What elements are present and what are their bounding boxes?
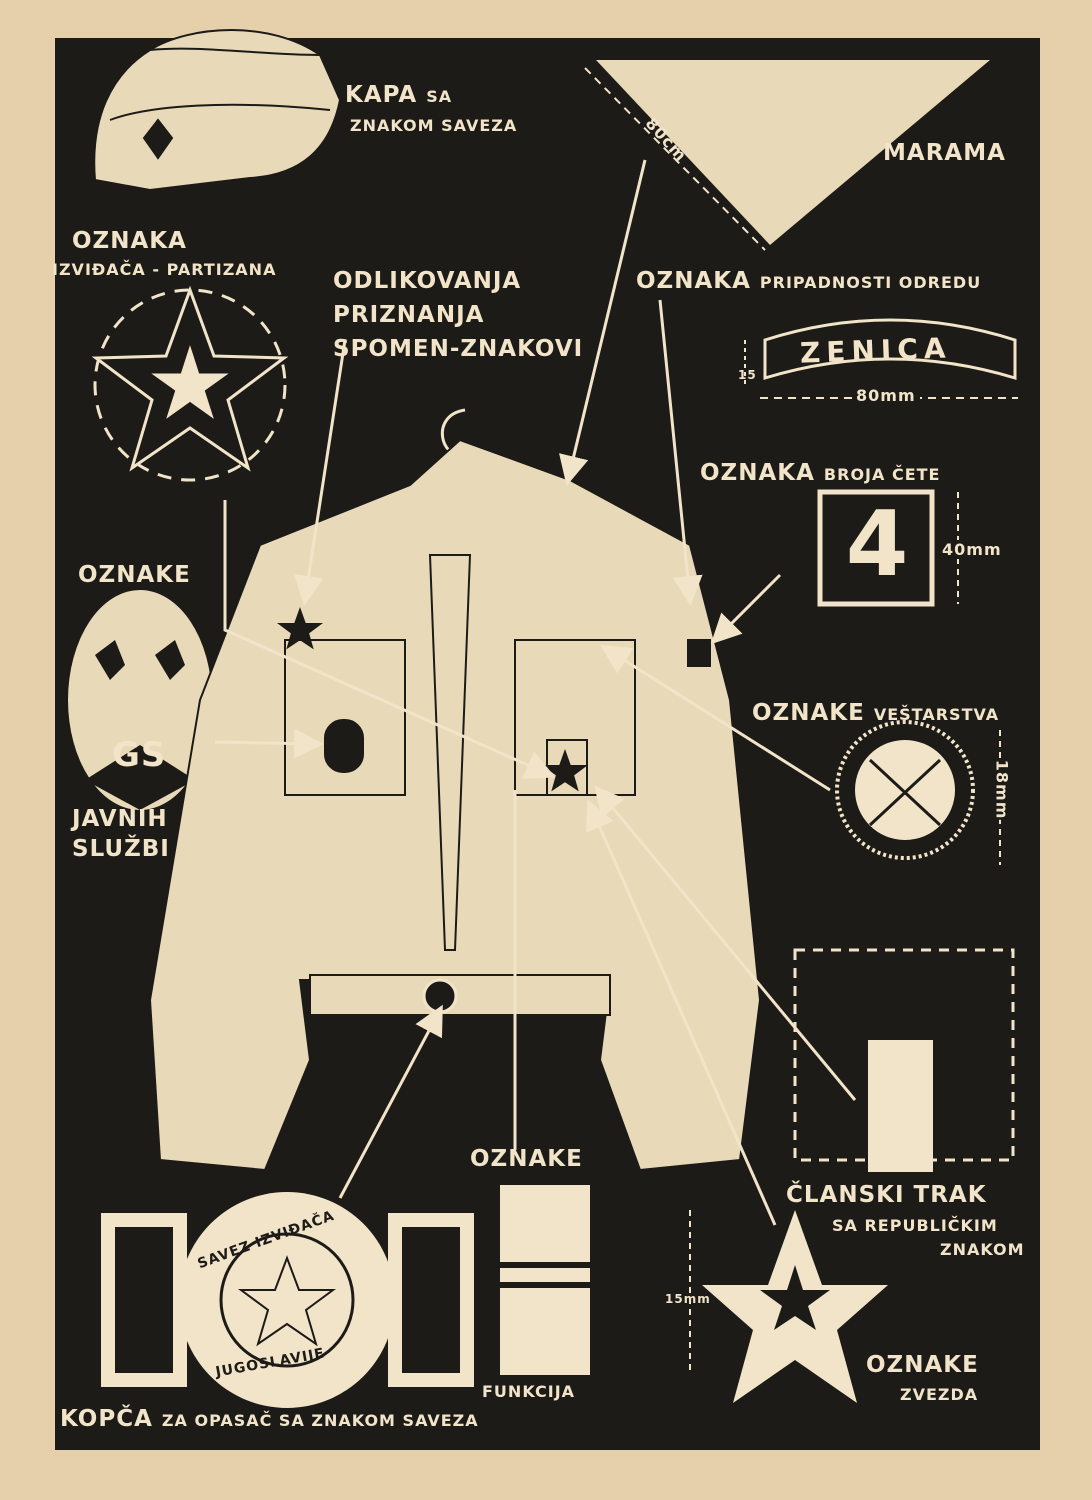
public-service-line-3: SLUŽBI (72, 836, 170, 862)
cap-illustration (93, 29, 342, 192)
belt-buckle-title: KOPČA ZA OPASAČ SA ZNAKOM SAVEZA (60, 1406, 479, 1432)
member-strip-title: ČLANSKI TRAK (786, 1182, 987, 1208)
star-dimension: 15mm (665, 1292, 711, 1306)
decorations-line-3: SPOMEN-ZNAKOVI (333, 336, 584, 362)
star-badge-subtitle: ZVEZDA (900, 1385, 979, 1404)
function-strip-subtitle: FUNKCIJA (482, 1382, 576, 1401)
gs-monogram: GS (112, 735, 167, 775)
neckerchief-title: MARAMA (883, 140, 1006, 166)
neckerchief-illustration (584, 60, 990, 251)
unit-tab-height: 15 (738, 368, 757, 382)
craft-badge-title: OZNAKE VEŠTARSTVA (752, 700, 1000, 726)
function-strip-title: OZNAKE (470, 1146, 583, 1172)
public-service-title: OZNAKE (78, 562, 191, 588)
pocket-illustration (793, 948, 1015, 1172)
partisan-badge-subtitle: IZVIĐAČA - PARTIZANA (52, 260, 277, 279)
gs-badge-illustration (68, 590, 212, 810)
public-service-line-2: JAVNIH (72, 806, 168, 832)
company-number: 4 (845, 492, 910, 597)
function-strip-illustration (500, 1185, 590, 1375)
star-badge-illustration (689, 1210, 888, 1403)
unit-tab-title: OZNAKA PRIPADNOSTI ODREDU (636, 268, 982, 294)
jacket-illustration (148, 408, 762, 1172)
unit-tab-width: 80mm (852, 386, 920, 406)
member-strip-line-3: ZNAKOM (940, 1240, 1025, 1259)
partisan-badge-illustration (91, 285, 289, 482)
partisan-badge-title: OZNAKA (72, 228, 187, 254)
craft-badge-illustration (835, 720, 1001, 865)
pointer-arrows (214, 159, 857, 1226)
cap-title: KAPA SA (345, 82, 453, 108)
unit-tab-name: ZENICA (799, 331, 953, 370)
belt-buckle-illustration (101, 1192, 474, 1408)
member-strip-line-2: SA REPUBLIČKIM (832, 1216, 998, 1235)
company-number-dimension: 40mm (942, 540, 1002, 560)
decorations-line-2: PRIZNANJA (333, 302, 485, 328)
decorations-line-1: ODLIKOVANJA (333, 268, 522, 294)
craft-badge-dimension: 18mm (992, 759, 1012, 820)
company-number-title: OZNAKA BROJA ČETE (700, 460, 941, 486)
cap-subtitle: ZNAKOM SAVEZA (350, 116, 518, 135)
star-badge-title: OZNAKE (866, 1352, 979, 1378)
